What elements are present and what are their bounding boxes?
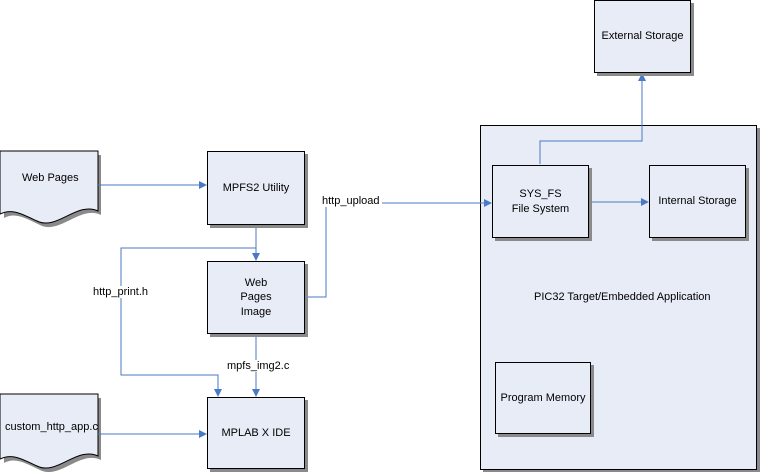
sys-fs-box: SYS_FS File System bbox=[492, 165, 589, 238]
web-pages-image-line-1: Web bbox=[244, 277, 268, 290]
edge-sysfs-external bbox=[539, 73, 646, 164]
edge-http-print bbox=[120, 247, 256, 397]
internal-storage-box: Internal Storage bbox=[649, 165, 746, 238]
web-pages-image-line-3: Image bbox=[240, 305, 272, 318]
sys-fs-line-1: SYS_FS bbox=[519, 188, 562, 201]
mpfs2-utility-label: MPFS2 Utility bbox=[222, 181, 290, 194]
pic32-target-label: PIC32 Target/Embedded Application bbox=[534, 291, 711, 303]
http-upload-label: http_upload bbox=[320, 195, 382, 207]
web-pages-image-line-2: Pages bbox=[240, 291, 272, 304]
mplab-ide-label: MPLAB X IDE bbox=[221, 426, 291, 439]
web-pages-image-box: Web Pages Image bbox=[207, 261, 305, 334]
custom-http-app-shape bbox=[0, 393, 99, 469]
sys-fs-line-2: File System bbox=[511, 202, 570, 215]
custom-http-app-label: custom_http_app.c bbox=[5, 421, 98, 433]
web-pages-shape bbox=[0, 150, 99, 224]
mpfs-img2-label: mpfs_img2.c bbox=[225, 360, 292, 372]
external-storage-box: External Storage bbox=[594, 0, 691, 73]
program-memory-box: Program Memory bbox=[495, 362, 591, 434]
program-memory-label: Program Memory bbox=[500, 391, 586, 404]
http-print-label: http_print.h bbox=[91, 286, 151, 298]
internal-storage-label: Internal Storage bbox=[658, 195, 737, 208]
mplab-ide-box: MPLAB X IDE bbox=[207, 397, 305, 469]
edge-http-upload bbox=[305, 199, 492, 298]
mpfs2-utility-box: MPFS2 Utility bbox=[207, 151, 305, 225]
web-pages-label: Web Pages bbox=[22, 172, 79, 184]
external-storage-label: External Storage bbox=[601, 30, 684, 43]
